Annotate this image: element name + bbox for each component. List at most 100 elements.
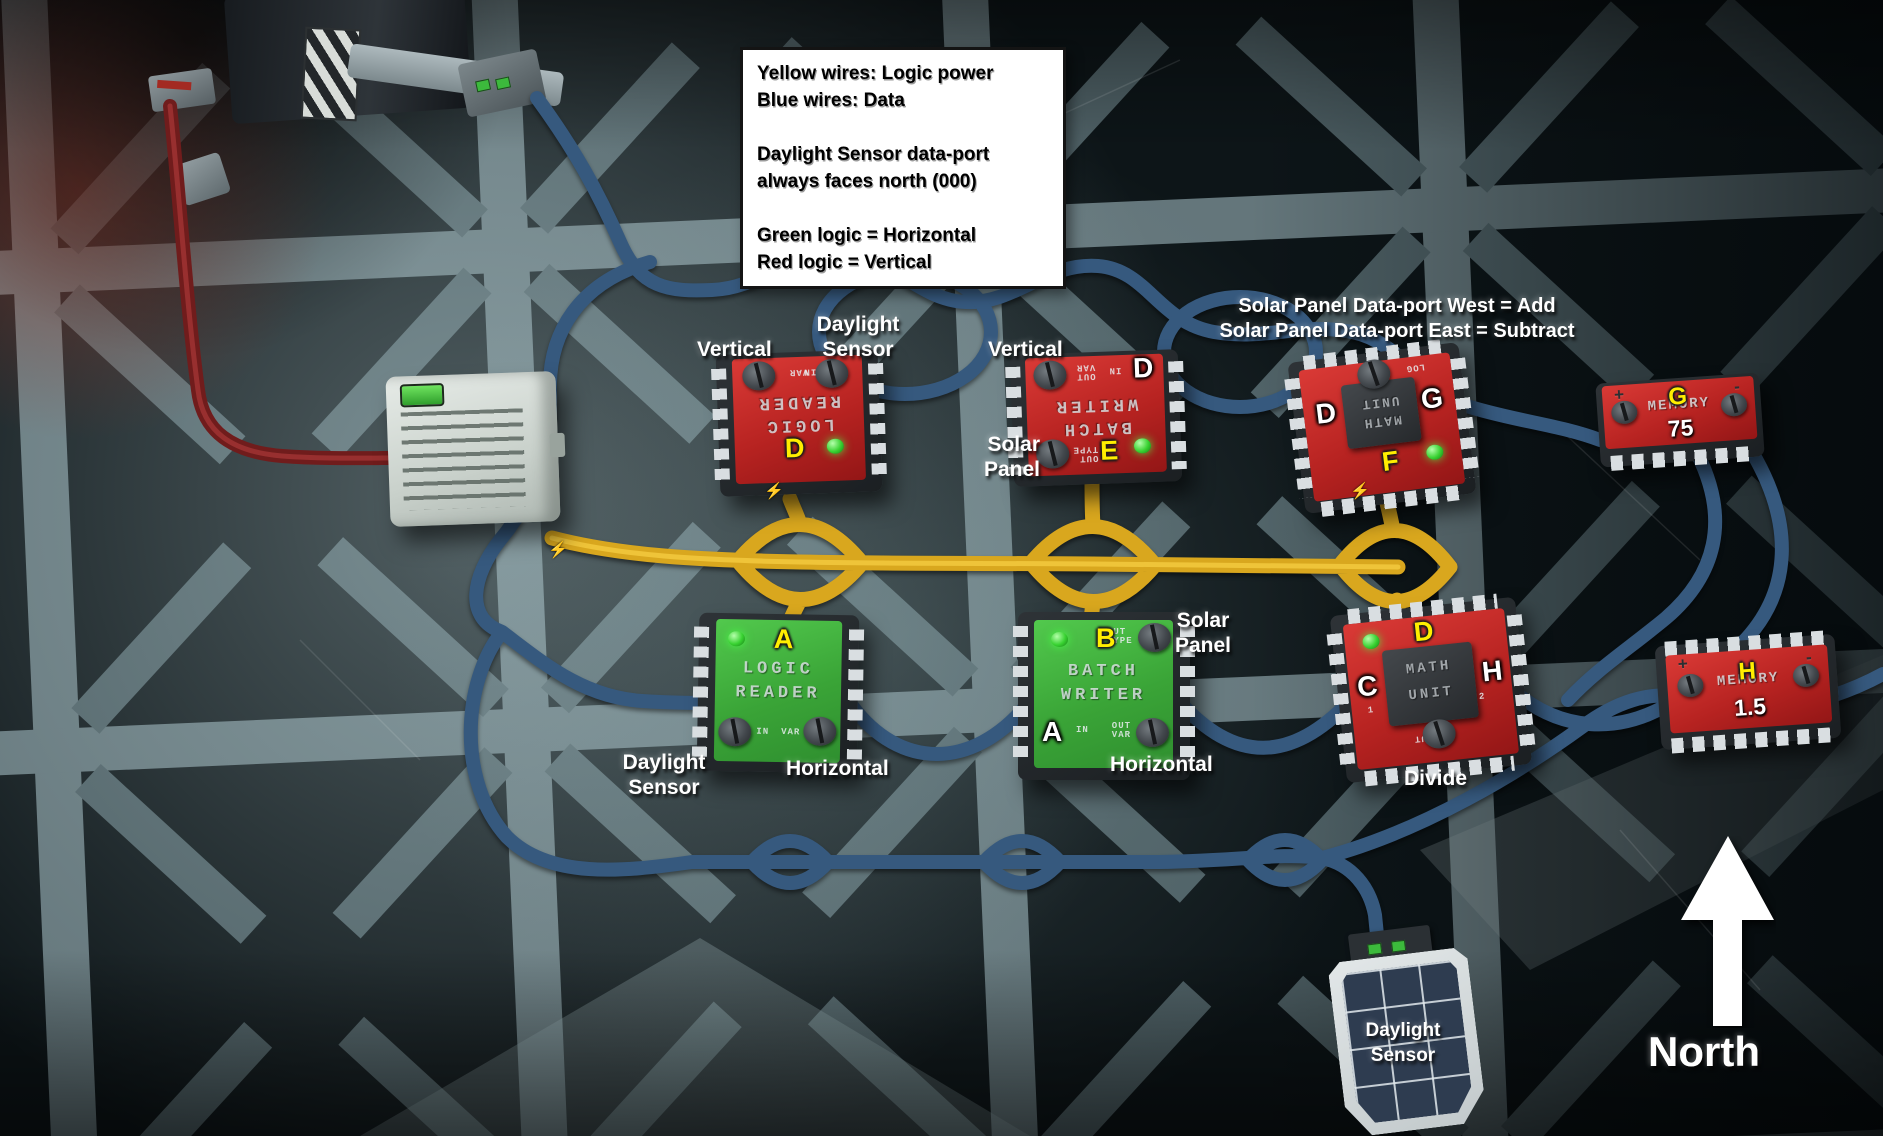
legend-line: Green logic = Horizontal [757, 225, 977, 246]
label-vertical-writer: Vertical [988, 338, 1063, 361]
chip-title: READER [755, 390, 842, 413]
chip-math-unit-divide[interactable]: D MATH UNIT C 1 H 2 OUT [1326, 593, 1536, 787]
status-led-icon [1133, 438, 1152, 454]
selector-screw[interactable] [1035, 438, 1070, 470]
selector-screw[interactable] [1136, 718, 1169, 747]
label-daylight-sensor-top: Daylight Sensor [816, 313, 900, 361]
chip-logic-reader-a[interactable]: A LOGIC READER IN VAR [691, 612, 865, 774]
green-port-icon [1390, 939, 1407, 953]
logic-id-letter: D [1412, 615, 1435, 648]
label-solar-panel-left: Solar Panel [983, 433, 1040, 481]
logic-id-letter: G [1667, 382, 1688, 411]
chip-title: BATCH [1067, 662, 1139, 681]
plus-sign: + [1677, 654, 1689, 674]
chip-title: READER [735, 683, 821, 704]
label-horizontal-left: Horizontal [786, 757, 889, 780]
pins [1013, 626, 1028, 766]
power-button[interactable] [399, 382, 445, 408]
screw-label: LOG [1405, 361, 1426, 374]
port-letter: H [1480, 654, 1504, 688]
label-divide: Divide [1404, 767, 1468, 790]
logic-id-letter: H [1737, 657, 1757, 686]
legend-line [757, 114, 1049, 141]
power-warning-icon: ⚡ [1350, 483, 1370, 500]
chip-title: LOGIC [742, 659, 815, 680]
chip-core: MATH UNIT [1381, 641, 1480, 727]
label-rules: Solar Panel Data-port West = Add Solar P… [1162, 294, 1632, 344]
legend-box: Yellow wires: Logic power Blue wires: Da… [740, 47, 1066, 289]
vent-grille [400, 408, 527, 511]
label-daylight-sensor-panel: Daylight Sensor [1365, 1020, 1441, 1066]
port-letter: G [1419, 381, 1445, 415]
port-label: IN [1076, 725, 1089, 735]
screw-label: OUT VAR [1111, 721, 1131, 740]
screw-label: IN [803, 366, 817, 377]
chip-title: UNIT [1407, 683, 1455, 705]
label-vertical-reader: Vertical [697, 338, 772, 361]
legend-line: Red logic = Vertical [757, 252, 932, 273]
adjust-screw[interactable] [1792, 663, 1820, 688]
selector-screw[interactable] [718, 716, 752, 747]
chip-core: MATH UNIT [1340, 376, 1422, 450]
port-label: IN [1108, 365, 1122, 376]
chip-face: VAR IN LOGIC READER D [731, 354, 867, 485]
label-daylight-sensor-bottom: Daylight Sensor [622, 751, 706, 799]
chip-logic-reader-d[interactable]: VAR IN LOGIC READER D [711, 349, 887, 497]
legend-line: Yellow wires: Logic power [757, 63, 994, 84]
chip-face: OUT VAR D IN BATCH WRITER OUT TYPE E [1024, 351, 1167, 477]
chip-face: + - MEMORY G 75 [1601, 375, 1758, 450]
legend-line [757, 195, 1049, 222]
label-north: North [1648, 1028, 1760, 1075]
chip-math-unit-f[interactable]: LOG MATH UNIT D G F [1284, 339, 1480, 517]
chip-memory-g[interactable]: + - MEMORY G 75 [1595, 372, 1765, 471]
selector-screw[interactable] [1032, 360, 1067, 391]
adjust-screw[interactable] [1676, 673, 1705, 698]
screw-label: OUT TYPE [1072, 443, 1099, 464]
label-solar-west-rule: Solar Panel Data-port West = Add [1238, 295, 1556, 317]
status-led-icon [1425, 443, 1445, 461]
port-letter: D [1132, 351, 1154, 384]
chip-memory-h[interactable]: + - MEMORY H 1.5 [1654, 630, 1842, 754]
logic-id-letter: F [1380, 445, 1401, 478]
logic-id-letter: A [773, 623, 794, 655]
pins [691, 626, 710, 757]
chip-face: B OUT TYPE BATCH WRITER A IN OUT VAR [1034, 620, 1173, 768]
pins [1180, 626, 1195, 766]
chip-face: LOG MATH UNIT D G F [1298, 352, 1466, 502]
screw-label: OUT VAR [1075, 361, 1096, 382]
logic-id-letter: B [1096, 623, 1116, 653]
chip-title: BATCH [1060, 416, 1133, 439]
chip-batch-writer-b[interactable]: B OUT TYPE BATCH WRITER A IN OUT VAR [1013, 612, 1195, 780]
chip-title: WRITER [1052, 393, 1139, 416]
status-led-icon [826, 438, 845, 455]
legend-line: Blue wires: Data [757, 90, 905, 111]
blue-data-wires [463, 91, 1883, 952]
status-led-icon [1051, 632, 1068, 647]
red-power-cable [163, 99, 407, 466]
label-solar-east-rule: Solar Panel Data-port East = Subtract [1219, 320, 1575, 342]
selector-screw[interactable] [1138, 623, 1171, 652]
port-letter: A [1042, 716, 1063, 747]
port-letter: C [1355, 669, 1380, 703]
logic-id-letter: E [1099, 435, 1119, 466]
logic-id-letter: D [784, 432, 805, 464]
legend-line: Daylight Sensor data-port [757, 144, 990, 165]
side-tab [549, 432, 566, 458]
label-horizontal-right: Horizontal [1110, 753, 1213, 776]
pins [846, 629, 865, 760]
selector-screw[interactable] [803, 716, 837, 747]
legend-line: always faces north (000) [757, 171, 977, 192]
selector-screw[interactable] [814, 358, 849, 389]
selector-screw[interactable] [741, 360, 776, 391]
power-supply-device[interactable] [385, 371, 566, 527]
power-warning-icon: ⚡ [764, 483, 784, 500]
port-letter: D [1313, 396, 1338, 430]
label-solar-panel-right: Solar Panel [1174, 609, 1232, 657]
status-led-icon [1361, 633, 1381, 650]
power-warning-icon: ⚡ [548, 542, 568, 559]
green-port-icon [1367, 942, 1383, 956]
status-led-icon [727, 631, 746, 647]
north-arrow-icon [1681, 836, 1774, 1026]
